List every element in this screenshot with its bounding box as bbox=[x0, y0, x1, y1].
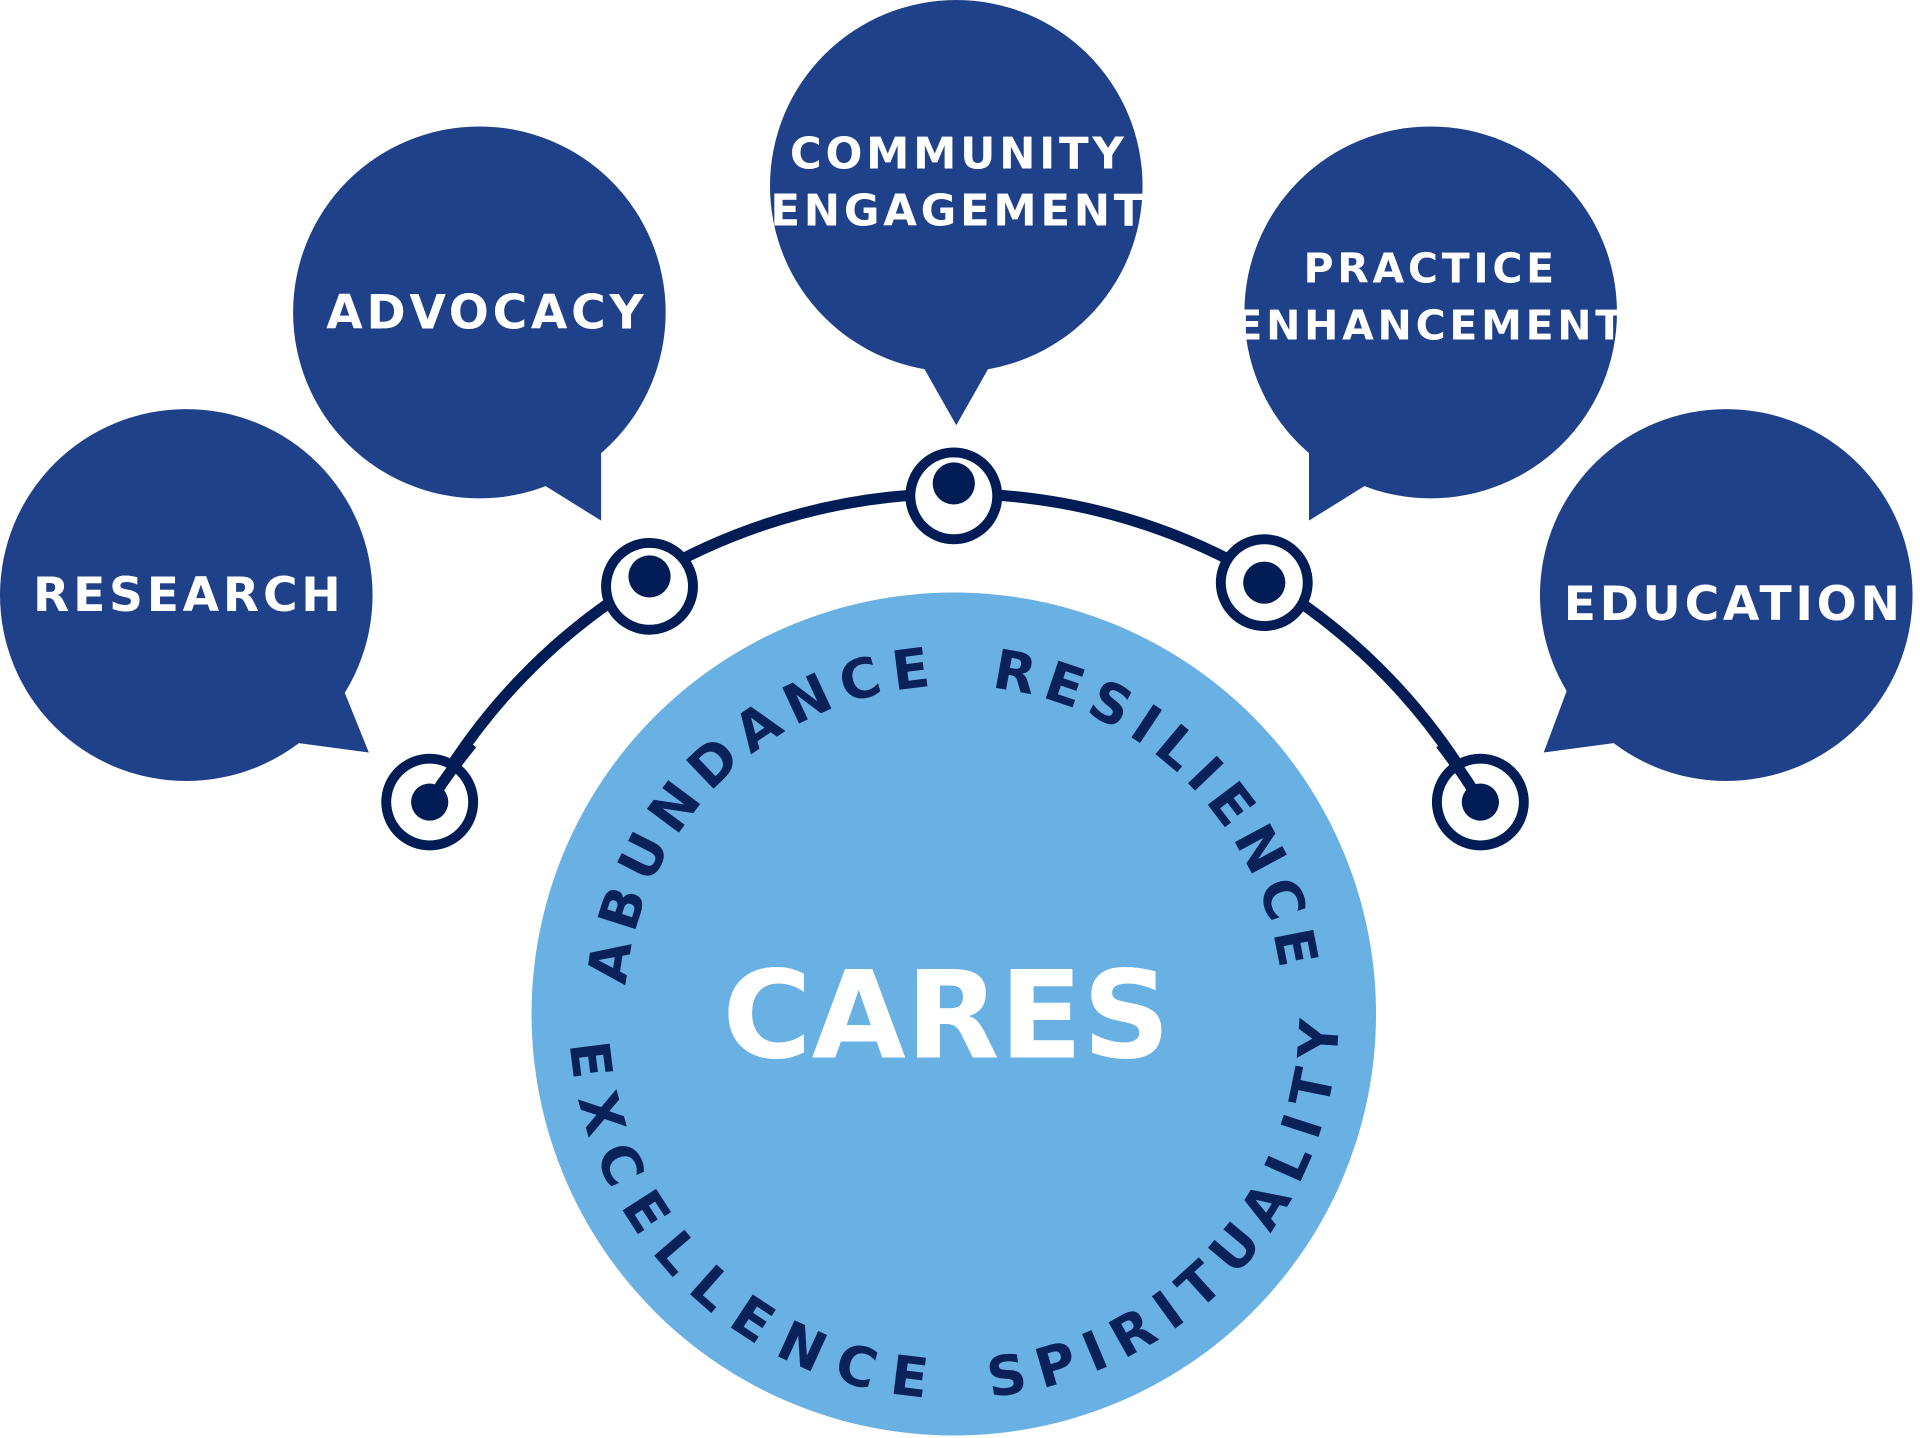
bubble-label-research: RESEARCH bbox=[33, 568, 344, 623]
bubble-label-advocacy: ADVOCACY bbox=[326, 286, 647, 341]
bubble-label-enhancement: ENHANCEMENT bbox=[1234, 302, 1627, 350]
bubble-advocacy: ADVOCACY bbox=[293, 126, 666, 521]
core-circle bbox=[531, 592, 1377, 1436]
bubble-label-education: EDUCATION bbox=[1564, 577, 1904, 632]
bubble-practice-enhancement: PRACTICE ENHANCEMENT bbox=[1234, 126, 1627, 521]
bubble-label-community: COMMUNITY bbox=[790, 130, 1128, 180]
node-advocacy bbox=[601, 538, 698, 635]
bubble-label-engagement: ENGAGEMENT bbox=[770, 187, 1147, 237]
node-education bbox=[1431, 753, 1529, 851]
core-title: CARES bbox=[722, 945, 1170, 1087]
bubble-research: RESEARCH bbox=[0, 409, 373, 781]
bubble-education: EDUCATION bbox=[1539, 409, 1913, 781]
node-community bbox=[905, 447, 1003, 545]
bubble-label-practice: PRACTICE bbox=[1303, 245, 1557, 293]
bubble-community-engagement: COMMUNITY ENGAGEMENT bbox=[769, 0, 1147, 426]
node-practice bbox=[1215, 534, 1313, 631]
